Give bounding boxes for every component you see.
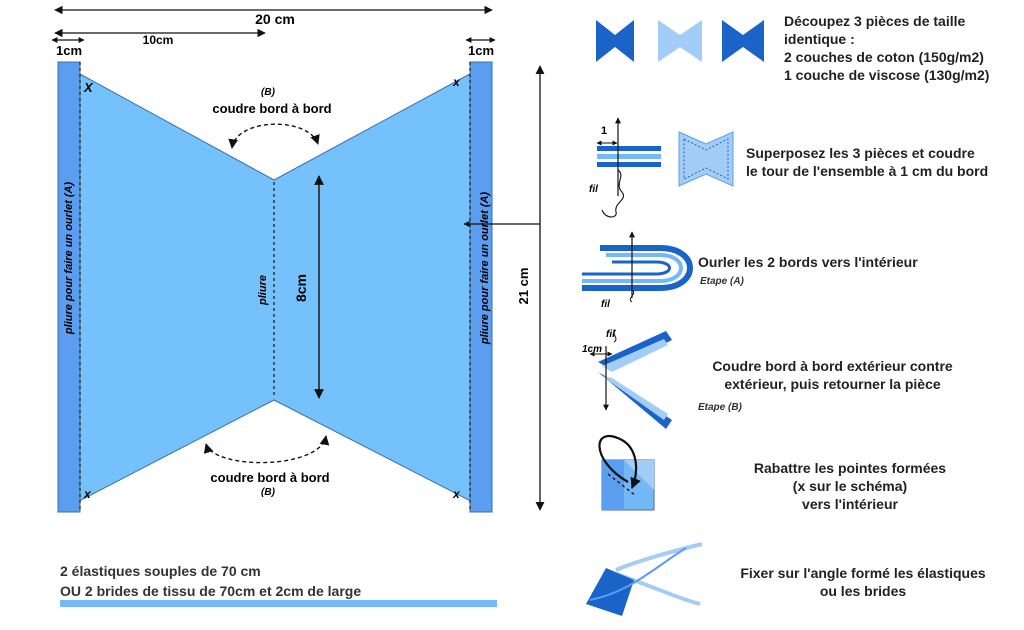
- step1-text: Découpez 3 pièces de taille identique : …: [784, 12, 989, 84]
- step4-tag-1cm: 1cm: [582, 344, 602, 355]
- bottom-sew-label: coudre bord à bord: [210, 470, 329, 485]
- step5-line1: Rabattre les pointes formées: [753, 460, 947, 476]
- bottom-sew-arrow: [203, 435, 330, 464]
- step3-stage: Etape (A): [700, 276, 744, 287]
- cut-piece-light-icon: [658, 20, 702, 62]
- step4-tag-fil: fil: [606, 329, 615, 340]
- step1-line4: 1 couche de viscose (130g/m2): [784, 67, 990, 83]
- dim-height: 21 cm: [516, 268, 531, 305]
- cut-piece-dark-2-icon: [722, 20, 764, 62]
- edge-sew-icon: [589, 329, 672, 429]
- step6-line2: ou les brides: [819, 583, 907, 599]
- bottom-label-tag: (B): [261, 487, 276, 498]
- step3-text: Ourler les 2 bords vers l'intérieur: [698, 253, 918, 271]
- materials-text: 2 élastiques souples de 70 cm OU 2 bride…: [60, 561, 361, 601]
- attach-elastic-icon: [586, 542, 703, 616]
- step6-line1: Fixer sur l'angle formé les élastiques: [740, 565, 986, 581]
- materials-line1: 2 élastiques souples de 70 cm: [60, 563, 261, 579]
- step4-text: Coudre bord à bord extérieur contre exté…: [690, 357, 975, 393]
- step5-line3: vers l'intérieur: [802, 496, 898, 512]
- hem-fold-icon: [582, 231, 693, 303]
- layers-icon: [596, 117, 661, 218]
- step3-tag-fil: fil: [601, 299, 610, 310]
- top-label-tag: (B): [261, 87, 276, 98]
- stitched-piece-icon: [678, 131, 734, 187]
- materials-line2: OU 2 brides de tissu de 70cm et 2cm de l…: [60, 583, 362, 599]
- corner-mark-top-left: X: [83, 80, 94, 95]
- corner-mark-top-right: x: [452, 75, 461, 89]
- fabric-pattern: [57, 61, 493, 513]
- top-sew-arrow: [228, 123, 320, 149]
- fold-side-right-label: pliure pour faire un ourlet (A): [479, 192, 491, 346]
- dim-margin-left: 1cm: [56, 43, 82, 58]
- step5-line2: (x sur le schéma): [792, 478, 908, 494]
- step2-line2: le tour de l'ensemble à 1 cm du bord: [746, 163, 989, 179]
- dim-center: 8cm: [293, 274, 309, 302]
- fold-point-icon: [598, 434, 655, 511]
- dim-half-width: 10cm: [143, 33, 174, 47]
- step1-line2: identique :: [784, 31, 855, 47]
- step6-text: Fixer sur l'angle formé les élastiques o…: [708, 564, 1018, 600]
- corner-mark-bottom-right: x: [452, 487, 461, 501]
- step4-line2: extérieur, puis retourner la pièce: [724, 376, 941, 392]
- dim-total-width: 20 cm: [255, 11, 295, 27]
- fold-center-label: pliure: [257, 275, 269, 306]
- step2-line1: Superposez les 3 pièces et coudre: [746, 145, 975, 161]
- cut-piece-dark-1-icon: [596, 20, 634, 62]
- corner-mark-bottom-left: x: [83, 487, 92, 501]
- top-sew-label: coudre bord à bord: [212, 101, 331, 116]
- step3-line1: Ourler les 2 bords vers l'intérieur: [698, 254, 918, 270]
- step1-line3: 2 couches de coton (150g/m2): [784, 49, 984, 65]
- step1-line1: Découpez 3 pièces de taille: [784, 13, 966, 29]
- step2-tag-1: 1: [601, 125, 607, 137]
- fold-side-left-label: pliure pour faire un ourlet (A): [63, 182, 75, 336]
- step5-text: Rabattre les pointes formées (x sur le s…: [720, 459, 980, 513]
- elastic-strip: [60, 600, 497, 607]
- step4-line1: Coudre bord à bord extérieur contre: [712, 358, 953, 374]
- stitch-line-icon: [683, 138, 729, 180]
- dim-margin-right: 1cm: [468, 43, 494, 58]
- step2-tag-fil: fil: [589, 184, 598, 195]
- step4-stage: Etape (B): [698, 402, 742, 413]
- step2-text: Superposez les 3 pièces et coudre le tou…: [746, 144, 988, 180]
